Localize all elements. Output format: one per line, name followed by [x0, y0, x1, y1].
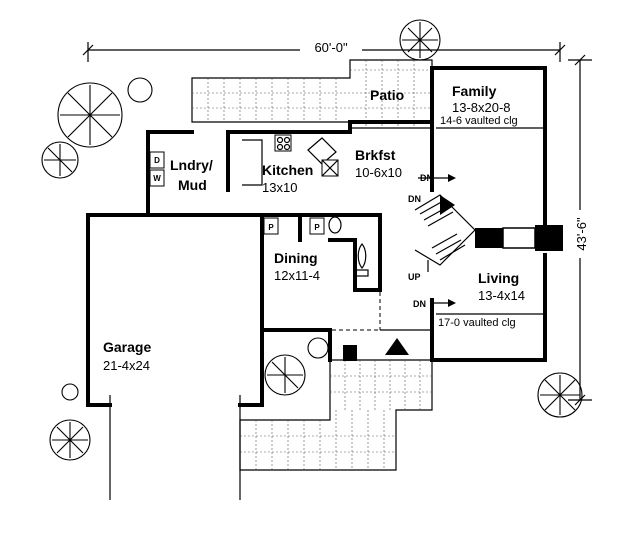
- width-dimension: 60'-0": [82, 40, 566, 62]
- dining-size: 12x11-4: [274, 268, 320, 283]
- family-size: 13-8x20-8: [452, 100, 511, 115]
- landscaping: [41, 19, 583, 461]
- kitchen-name: Kitchen: [262, 162, 313, 178]
- pantry-boxes: P P: [263, 217, 325, 235]
- up-label: UP: [408, 272, 421, 282]
- breakfast-name: Brkfst: [355, 147, 396, 163]
- staircase: [414, 194, 476, 266]
- depth-dimension: 43'-6": [568, 54, 592, 406]
- powder-room-fixtures: [328, 216, 369, 277]
- pantry-label-2: P: [314, 223, 320, 232]
- breakfast-size: 10-6x10: [355, 165, 402, 180]
- dn-label-1: DN: [420, 173, 433, 183]
- laundry-appliances: D W: [149, 151, 165, 187]
- depth-label: 43'-6": [574, 217, 589, 251]
- dining-name: Dining: [274, 250, 318, 266]
- width-label: 60'-0": [314, 40, 348, 55]
- living-name: Living: [478, 270, 519, 286]
- laundry-name-line2: Mud: [178, 177, 207, 193]
- exterior-walls: [86, 66, 547, 407]
- laundry-name-line1: Lndry/: [170, 157, 213, 173]
- family-name: Family: [452, 83, 497, 99]
- porch-fixtures: [343, 338, 409, 361]
- pantry-label-1: P: [268, 223, 274, 232]
- family-ceiling-note: 14-6 vaulted clg: [440, 115, 518, 127]
- garage-size: 21-4x24: [103, 358, 150, 373]
- stair-arrows: [418, 174, 456, 307]
- patio-top-label: Patio: [370, 87, 404, 103]
- patio-front-tiles: [239, 359, 433, 471]
- garage-name: Garage: [103, 339, 151, 355]
- dn-label-3: DN: [413, 299, 426, 309]
- garage-door-jambs: [109, 395, 241, 500]
- dryer-label: D: [154, 156, 160, 165]
- dn-label-2: DN: [408, 194, 421, 204]
- fireplace: [475, 225, 563, 251]
- interior-walls: [146, 120, 434, 332]
- kitchen-size: 13x10: [262, 180, 297, 195]
- living-size: 13-4x14: [478, 288, 525, 303]
- kitchen-fixtures: [242, 134, 339, 186]
- living-ceiling-note: 17-0 vaulted clg: [438, 317, 516, 329]
- washer-label: W: [153, 174, 161, 183]
